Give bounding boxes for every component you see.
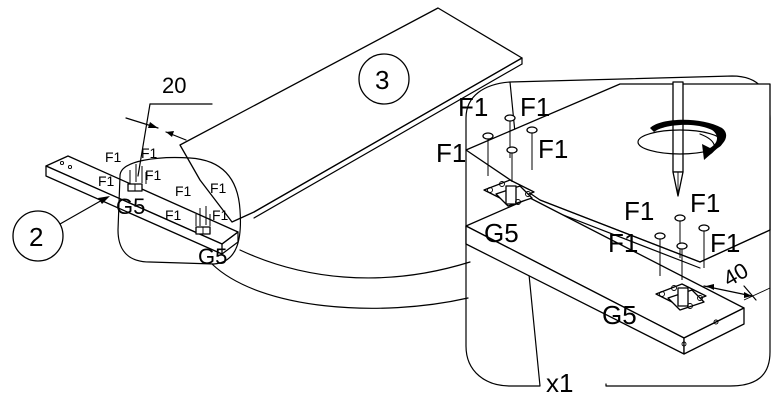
detail-connector xyxy=(239,249,471,279)
screw-label: F1 xyxy=(212,207,229,223)
rotation-arrow-icon xyxy=(637,119,727,160)
part-3-label: 3 xyxy=(375,65,389,95)
dimension-20-label: 20 xyxy=(162,73,186,98)
screw-label: F1 xyxy=(624,196,654,226)
board-3 xyxy=(179,7,523,223)
dimension-20: 20 xyxy=(125,73,213,177)
detail-connector xyxy=(211,263,469,309)
quantity-label: x1 xyxy=(546,368,573,396)
hinge-icon xyxy=(195,226,211,235)
part-3-callout: 3 xyxy=(358,53,410,105)
screw-label: F1 xyxy=(690,188,720,218)
screw-label: F1 xyxy=(436,138,466,168)
part-2-callout: 2 xyxy=(12,196,110,262)
screw-icon xyxy=(482,114,538,182)
board-2 xyxy=(45,155,239,255)
hinge-label: G5 xyxy=(484,218,519,248)
screw-label: F1 xyxy=(520,92,550,122)
screw-icon xyxy=(654,214,710,280)
hinge-label: G5 xyxy=(602,300,637,330)
screw-label: F1 xyxy=(538,134,568,164)
hinge-icon xyxy=(483,179,535,207)
board-3-detail xyxy=(465,83,771,269)
screw-label: F1 xyxy=(710,228,740,258)
screwdriver-icon xyxy=(672,81,684,197)
screw-icon xyxy=(129,164,211,226)
screw-label: F1 xyxy=(458,92,488,122)
screw-label: F1 xyxy=(608,228,638,258)
part-2-label: 2 xyxy=(29,222,43,252)
screw-label: F1 xyxy=(175,183,192,199)
screw-label: F1 xyxy=(98,173,115,189)
detail-callout-left xyxy=(117,156,242,265)
hinge-label: G5 xyxy=(116,194,145,219)
dimension-40-label: 40 xyxy=(719,258,753,292)
hinge-icon xyxy=(655,283,707,311)
screw-label: F1 xyxy=(105,149,122,165)
screw-label: F1 xyxy=(141,145,158,161)
hinge-icon xyxy=(127,183,143,192)
screw-label: F1 xyxy=(145,167,162,183)
screw-label: F1 xyxy=(165,207,182,223)
screw-label: F1 xyxy=(210,180,227,196)
